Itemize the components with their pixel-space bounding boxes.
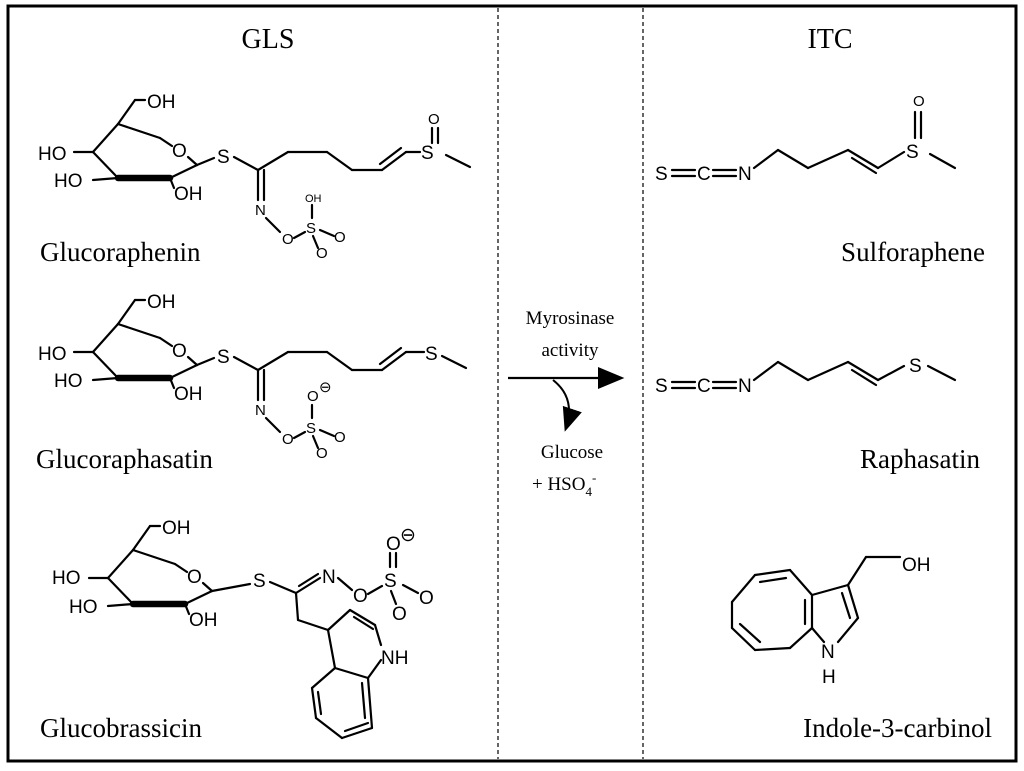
sulfate-oxygen: O <box>419 588 434 609</box>
glucoraphasatin-label: Glucoraphasatin <box>36 444 213 474</box>
oh-label: OH <box>147 292 176 313</box>
raphasatin-structure: S C N S <box>655 356 957 397</box>
ho-label: HO <box>69 597 98 618</box>
byproduct-glucose: Glucose <box>541 442 603 463</box>
ring-oxygen: O <box>172 141 187 162</box>
sulfate-sulfur: S <box>306 420 316 437</box>
glucobrassicin-label: Glucobrassicin <box>40 713 202 743</box>
sulfoxide-sulfur: S <box>906 142 919 163</box>
thioether-sulfur: S <box>909 356 922 377</box>
sulfoxide-sulfur: S <box>421 143 434 164</box>
enzyme-label: Myrosinase <box>526 308 615 329</box>
oxime-nitrogen: N <box>255 402 266 419</box>
sulfate-oxygen: O <box>334 229 346 246</box>
ho-label: HO <box>52 568 81 589</box>
sulfate-oxygen: O <box>316 245 328 262</box>
figure-border <box>6 4 1018 763</box>
sulfoxide-oxygen: O <box>428 111 440 128</box>
sulfoxide-oxygen: O <box>913 93 925 110</box>
glucose-ring <box>87 524 252 616</box>
negative-charge-icon: ⊖ <box>400 525 416 546</box>
thioether-sulfur: S <box>425 344 438 365</box>
ho-label: HO <box>38 344 67 365</box>
indole-3-carbinol-structure <box>730 555 902 652</box>
oh-label: OH <box>174 384 203 405</box>
sulfate-oxygen: O <box>334 429 346 446</box>
sulfate-oxygen: O <box>316 445 328 462</box>
sulfate-sulfur: S <box>384 571 397 592</box>
hydroxyl-label: OH <box>902 555 931 576</box>
sulfate-oxygen: O <box>392 604 407 625</box>
glucoraphasatin-structure: O OH HO HO OH S S N O S O ⊖ O O <box>38 292 468 462</box>
indole-nitrogen: N <box>821 642 835 663</box>
ring-oxygen: O <box>187 567 202 588</box>
sulfate-sulfur: S <box>306 220 316 237</box>
oxime-oxygen: O <box>282 431 294 448</box>
itc-heading: ITC <box>807 24 852 55</box>
glucoraphenin-label: Glucoraphenin <box>40 237 201 267</box>
oxime-oxygen: O <box>282 231 294 248</box>
isothiocyanate-carbon: C <box>697 376 711 397</box>
sulfate-oxygen-anion: O <box>386 534 401 555</box>
byproduct-sulfate: + HSO4- <box>532 470 596 499</box>
thio-sulfur: S <box>217 347 230 368</box>
glucobrassicin-structure: O OH HO HO OH S N O S O ⊖ O O <box>52 518 434 740</box>
oh-label: OH <box>162 518 191 539</box>
indole-ring <box>310 608 383 740</box>
thio-sulfur: S <box>253 571 266 592</box>
ho-label: HO <box>38 144 67 165</box>
ho-label: HO <box>54 371 83 392</box>
sulforaphene-label: Sulforaphene <box>841 237 985 267</box>
isothiocyanate-carbon: C <box>697 164 711 185</box>
glucose-ring <box>72 298 216 390</box>
oh-label: OH <box>174 184 203 205</box>
ho-label: HO <box>54 171 83 192</box>
oh-label: OH <box>147 92 176 113</box>
thio-sulfur: S <box>217 147 230 168</box>
indole-nh: NH <box>381 648 408 669</box>
isothiocyanate-sulfur: S <box>655 164 668 185</box>
glucose-ring <box>72 98 216 190</box>
sulfate-oxygen-anion: O <box>307 388 319 405</box>
enzyme-label: activity <box>542 340 599 361</box>
oh-label: OH <box>189 610 218 631</box>
indole-3-carbinol-label: Indole-3-carbinol <box>803 713 992 743</box>
sulforaphene-structure: S C N S O <box>655 93 957 185</box>
indole-hydrogen: H <box>822 667 836 688</box>
ring-oxygen: O <box>172 341 187 362</box>
oxime-nitrogen: N <box>255 202 266 219</box>
isothiocyanate-nitrogen: N <box>738 376 752 397</box>
isothiocyanate-sulfur: S <box>655 376 668 397</box>
oxime-oxygen: O <box>353 586 368 607</box>
oxime-nitrogen: N <box>322 567 336 588</box>
negative-charge-icon: ⊖ <box>319 379 332 396</box>
glucoraphenin-structure: O OH HO HO OH S S O N O S OH O O <box>38 92 472 262</box>
gls-heading: GLS <box>242 24 295 55</box>
byproduct-arrow <box>552 379 582 432</box>
raphasatin-label: Raphasatin <box>860 444 980 474</box>
sulfate-hydroxyl: OH <box>305 193 322 205</box>
isothiocyanate-nitrogen: N <box>738 164 752 185</box>
